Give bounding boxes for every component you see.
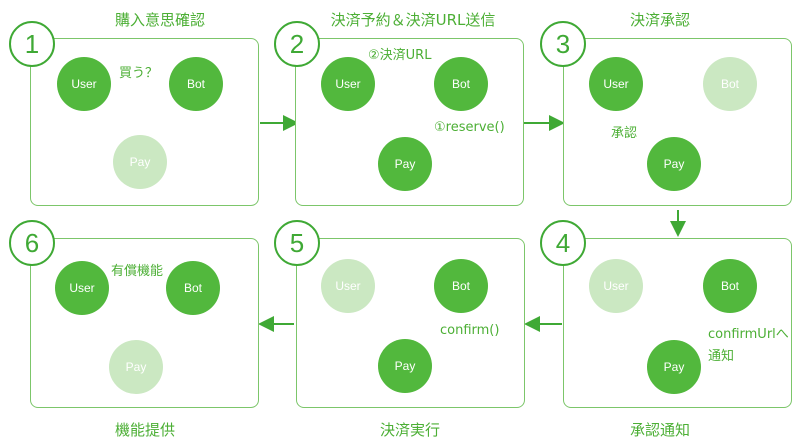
step1-bot-node: Bot: [169, 57, 223, 111]
step3-pay-node: Pay: [647, 137, 701, 191]
step4-pay-node: Pay: [647, 340, 701, 394]
step4-bot-node: Bot: [703, 259, 757, 313]
step5-user-node: User: [321, 259, 375, 313]
step2-number-badge: 2: [274, 21, 320, 67]
step3-edge-label: 承認: [611, 126, 638, 141]
step6-edge-label: 有償機能: [111, 264, 164, 279]
step5-title: 決済実行: [379, 421, 440, 439]
step4-user-node: User: [589, 259, 643, 313]
step2-pay-node: Pay: [378, 137, 432, 191]
step2-user-node: User: [321, 57, 375, 111]
step1-number-badge: 1: [9, 21, 55, 67]
step3-bot-node: Bot: [703, 57, 757, 111]
step4-title: 承認通知: [629, 421, 690, 439]
step6-title: 機能提供: [114, 421, 175, 439]
step3-number-badge: 3: [540, 21, 586, 67]
step1-title: 購入意思確認: [114, 11, 205, 29]
step1-user-node: User: [57, 57, 111, 111]
step4-number-badge: 4: [540, 220, 586, 266]
step1-pay-node: Pay: [113, 135, 167, 189]
step3-title: 決済承認: [629, 11, 690, 29]
step6-bot-node: Bot: [166, 261, 220, 315]
step6-number-badge: 6: [9, 220, 55, 266]
step3-user-node: User: [589, 57, 643, 111]
step4-edge-label-confirmurl: confirmUrlへ: [708, 327, 789, 342]
step5-bot-node: Bot: [434, 259, 488, 313]
step6-pay-node: Pay: [109, 340, 163, 394]
step2-bot-node: Bot: [434, 57, 488, 111]
step2-title: 決済予約＆決済URL送信: [330, 11, 496, 29]
step5-pay-node: Pay: [378, 339, 432, 393]
step2-edge-label-url: ②決済URL: [368, 48, 432, 63]
step4-edge-label-notify: 通知: [708, 349, 735, 364]
step1-edge-label: 買う？: [119, 66, 159, 81]
step5-number-badge: 5: [274, 220, 320, 266]
step5-edge-label: confirm(): [440, 323, 500, 338]
step6-user-node: User: [55, 261, 109, 315]
step2-edge-label-reserve: ①reserve(): [434, 120, 505, 135]
